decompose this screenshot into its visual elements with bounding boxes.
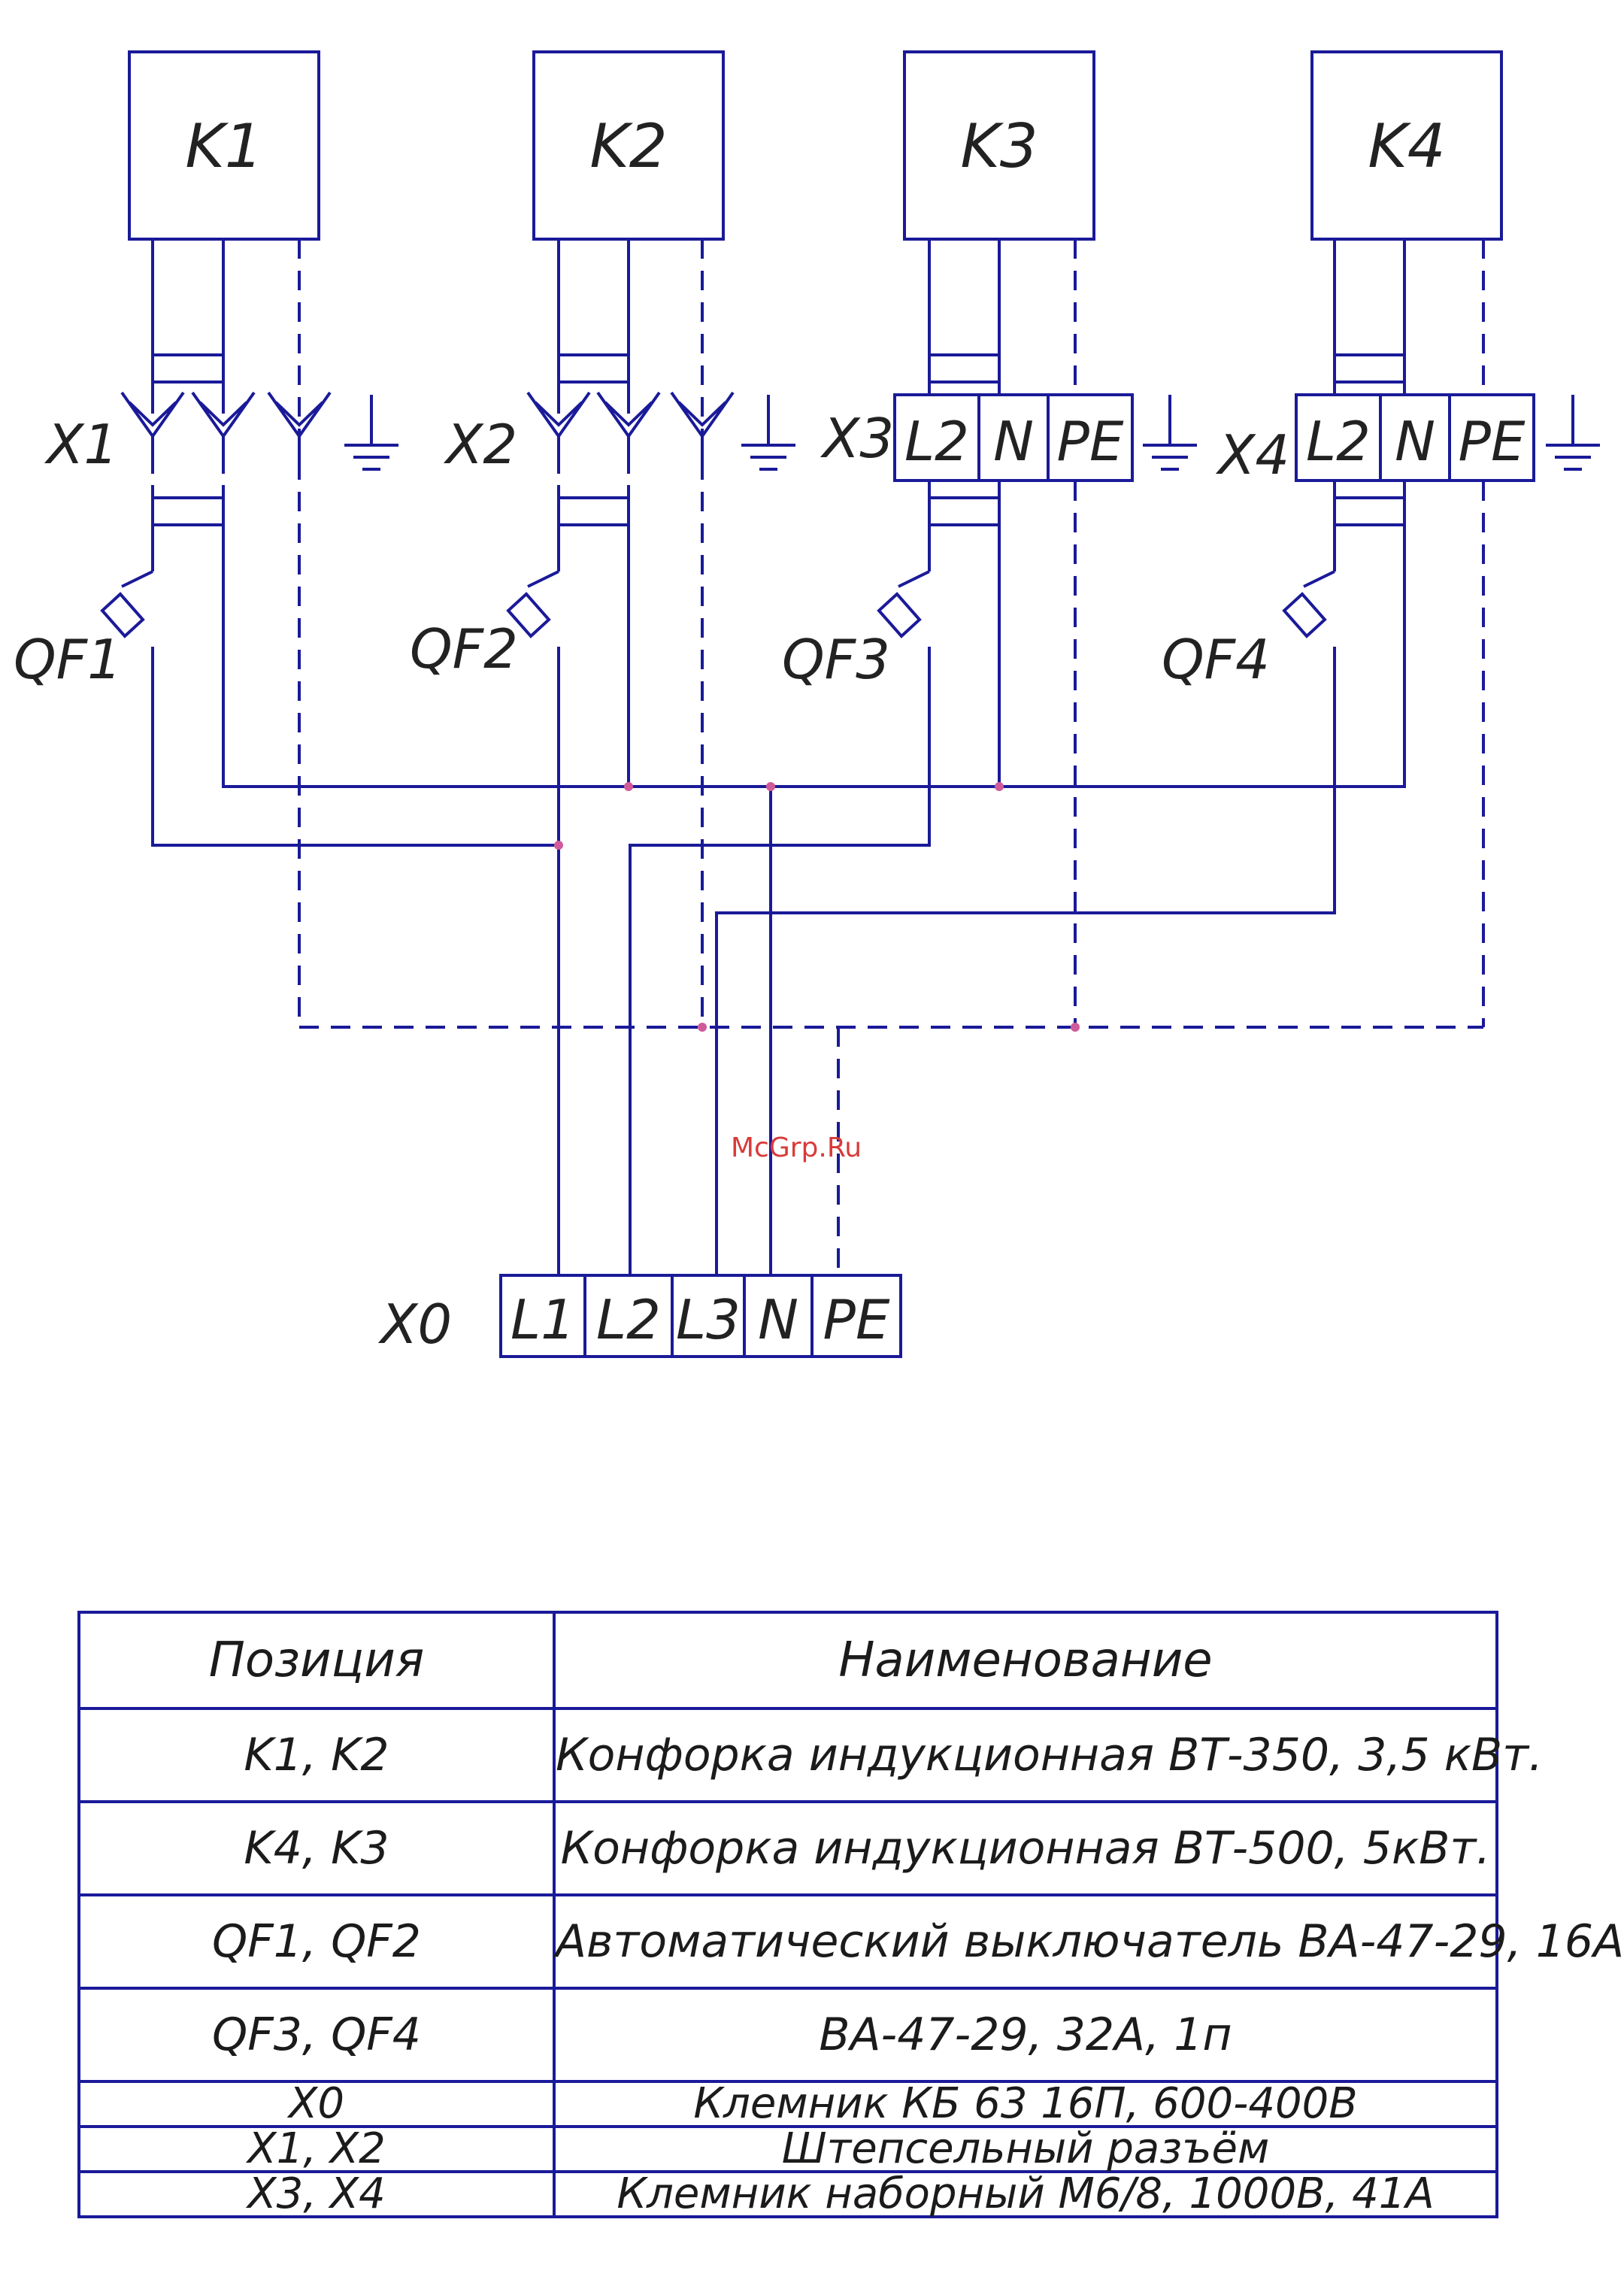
connector-x1: [120, 391, 332, 474]
legend-row: X0 Клемник КБ 63 16П, 600-400В: [77, 2080, 1498, 2128]
x4-terminal-pe: PE: [1459, 410, 1526, 473]
legend-name-cell: Штепсельный разъём: [553, 2125, 1498, 2173]
watermark: McGrp.Ru: [731, 1132, 862, 1163]
junction-nodes: [554, 782, 1080, 1032]
ground-icon-x4: [1546, 395, 1600, 471]
x0-terminal-l3: L3: [676, 1288, 741, 1351]
breaker-qf2: [506, 570, 560, 1287]
breaker-qf4-label: QF4: [1162, 628, 1270, 691]
load-k4: K4: [1310, 50, 1503, 241]
legend-name-cell: Конфорка индукционная ВТ-350, 3,5 кВт.: [553, 1707, 1543, 1803]
x0-terminal-n: N: [758, 1288, 798, 1351]
legend-header-name: Наименование: [553, 1611, 1498, 1710]
legend-position-cell: K1, K2: [77, 1707, 556, 1803]
ground-icon-x3: [1143, 395, 1197, 471]
x0-terminal-l2: L2: [596, 1288, 661, 1351]
ground-icon-x2: [741, 395, 795, 471]
x0-terminal-pe: PE: [823, 1288, 890, 1351]
legend-position-cell: K4, K3: [77, 1800, 556, 1896]
terminal-x0-label: X0: [377, 1293, 452, 1356]
branch-k3: L2 N PE X3 QF3: [629, 239, 1197, 1287]
breaker-qf3: [629, 570, 931, 1287]
x3-terminal-pe: PE: [1057, 410, 1124, 473]
components-legend-table: Позиция Наименование K1, K2 Конфорка инд…: [77, 1611, 1624, 2218]
ground-icon-x1: [344, 395, 398, 471]
legend-row: X3, X4 Клемник наборный М6/8, 1000В, 41А: [77, 2170, 1498, 2218]
x0-terminal-l1: L1: [511, 1288, 575, 1351]
load-k1: K1: [128, 50, 320, 241]
legend-position-cell: QF3, QF4: [77, 1987, 556, 2083]
breaker-qf3-label: QF3: [782, 628, 890, 691]
legend-name-cell: Конфорка индукционная ВТ-500, 5кВт.: [553, 1800, 1498, 1896]
connector-x2: [526, 391, 735, 474]
branch-k4: L2 N PE X4 QF4: [715, 239, 1600, 1287]
branch-k1: X1 QF1: [14, 239, 1406, 1027]
load-k4-label: K4: [1368, 111, 1445, 181]
connector-x2-label: X2: [443, 413, 517, 476]
x4-terminal-l2: L2: [1306, 410, 1371, 473]
legend-row: QF3, QF4 ВА-47-29, 32А, 1п: [77, 1987, 1498, 2083]
legend-name-cell: Автоматический выключатель ВА-47-29, 16А: [553, 1893, 1624, 1990]
terminal-block-x0: L1 L2 L3 N PE: [499, 1274, 902, 1358]
connector-x3-label: X3: [820, 407, 894, 470]
terminal-block-x4: L2 N PE: [1295, 393, 1535, 482]
legend-row: X1, X2 Штепсельный разъём: [77, 2125, 1498, 2173]
legend-position-cell: X1, X2: [77, 2125, 556, 2173]
legend-position-cell: X0: [77, 2080, 556, 2128]
breaker-qf2-label: QF2: [410, 617, 518, 681]
x4-terminal-n: N: [1395, 410, 1435, 473]
connector-x1-label: X1: [44, 413, 118, 476]
legend-name-cell: Клемник наборный М6/8, 1000В, 41А: [553, 2170, 1498, 2218]
x3-terminal-l2: L2: [904, 410, 969, 473]
legend-position-cell: X3, X4: [77, 2170, 556, 2218]
legend-row: K4, K3 Конфорка индукционная ВТ-500, 5кВ…: [77, 1800, 1498, 1896]
x3-terminal-n: N: [993, 410, 1034, 473]
legend-name-cell: Клемник КБ 63 16П, 600-400В: [553, 2080, 1498, 2128]
load-k3: K3: [903, 50, 1095, 241]
legend-row: QF1, QF2 Автоматический выключатель ВА-4…: [77, 1893, 1624, 1990]
legend-position-cell: QF1, QF2: [77, 1893, 556, 1990]
breaker-qf1: [100, 570, 559, 847]
breaker-qf4: [715, 570, 1336, 1287]
load-k1-label: K1: [185, 111, 262, 181]
pe-bus: [299, 1026, 1483, 1287]
wiring-schematic: K1 K2 K3 K4 X1 QF1: [14, 50, 1600, 1358]
breaker-qf1-label: QF1: [14, 628, 122, 691]
terminal-block-x3: L2 N PE: [893, 393, 1134, 482]
legend-row: K1, K2 Конфорка индукционная ВТ-350, 3,5…: [77, 1707, 1543, 1803]
connector-x4-label: X4: [1215, 423, 1289, 487]
legend-header-row: Позиция Наименование: [77, 1611, 1498, 1710]
load-k3-label: K3: [960, 111, 1038, 181]
legend-name-cell: ВА-47-29, 32А, 1п: [553, 1987, 1498, 2083]
branch-k2: X2 QF2: [410, 239, 795, 1287]
load-k2-label: K2: [589, 111, 667, 181]
load-k2: K2: [532, 50, 725, 241]
legend-header-position: Позиция: [77, 1611, 556, 1710]
